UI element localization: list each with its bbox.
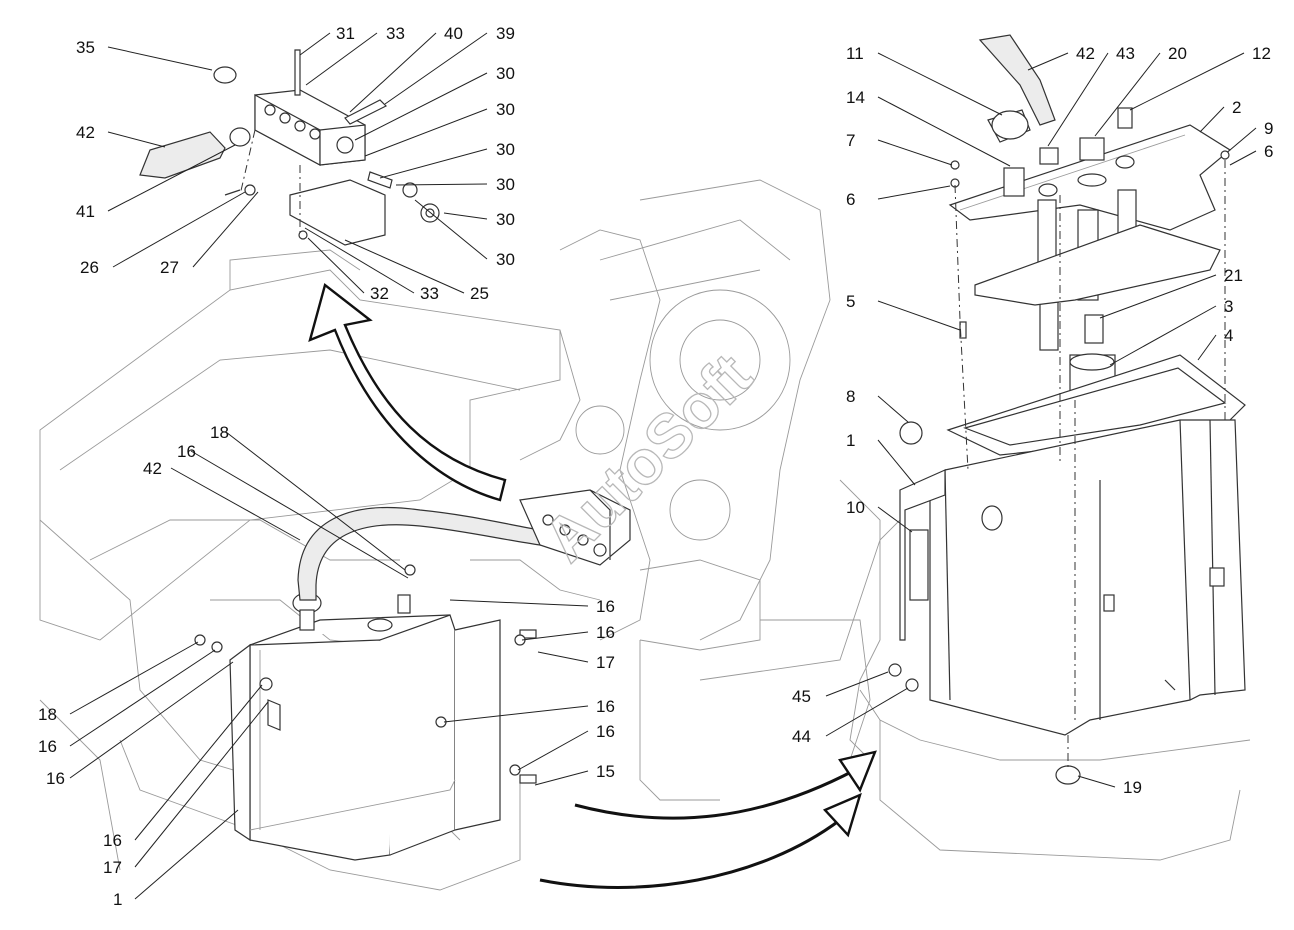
exploded-tank-assembly [888,34,1246,785]
callout-16: 16 [38,737,57,756]
callout-1: 1 [846,431,855,450]
leader-lines [69,32,1257,900]
callout-16: 16 [46,769,65,788]
callout-5: 5 [846,292,855,311]
installed-tank-assembly [194,489,631,861]
callout-numbers: 35 31 33 40 39 30 30 30 30 30 30 42 41 2… [38,24,1273,909]
callout-33: 33 [420,284,439,303]
callout-6: 6 [1264,142,1273,161]
callout-16: 16 [596,623,615,642]
callout-30: 30 [496,64,515,83]
manifold-block-assembly [139,49,440,246]
watermark-text: AutoSoft [531,341,765,575]
callout-44: 44 [792,727,811,746]
callout-42: 42 [143,459,162,478]
callout-31: 31 [336,24,355,43]
callout-6: 6 [846,190,855,209]
callout-30: 30 [496,250,515,269]
callout-30: 30 [496,210,515,229]
arrow-to-right-detail [539,750,877,889]
callout-19: 19 [1123,778,1142,797]
callout-18: 18 [38,705,57,724]
callout-3: 3 [1224,297,1233,316]
callout-25: 25 [470,284,489,303]
callout-16: 16 [596,697,615,716]
callout-15: 15 [596,762,615,781]
callout-40: 40 [444,24,463,43]
callout-30: 30 [496,140,515,159]
callout-20: 20 [1168,44,1187,63]
callout-17: 17 [103,858,122,877]
callout-32: 32 [370,284,389,303]
callout-16: 16 [596,597,615,616]
callout-27: 27 [160,258,179,277]
callout-30: 30 [496,100,515,119]
callout-33: 33 [386,24,405,43]
callout-9: 9 [1264,119,1273,138]
callout-26: 26 [80,258,99,277]
callout-2: 2 [1232,98,1241,117]
callout-4: 4 [1224,326,1233,345]
callout-16: 16 [596,722,615,741]
callout-43: 43 [1116,44,1135,63]
callout-16: 16 [103,831,122,850]
callout-42: 42 [1076,44,1095,63]
callout-1: 1 [113,890,122,909]
callout-45: 45 [792,687,811,706]
callout-42: 42 [76,123,95,142]
arrow-to-top-detail [308,282,507,502]
callout-30: 30 [496,175,515,194]
callout-41: 41 [76,202,95,221]
callout-7: 7 [846,131,855,150]
callout-35: 35 [76,38,95,57]
callout-39: 39 [496,24,515,43]
callout-11: 11 [846,44,864,63]
background-machine-frame [39,179,1251,891]
callout-17: 17 [596,653,615,672]
callout-16: 16 [177,442,196,461]
callout-12: 12 [1252,44,1271,63]
callout-8: 8 [846,387,855,406]
callout-18: 18 [210,423,229,442]
callout-21: 21 [1224,266,1243,285]
callout-10: 10 [846,498,865,517]
callout-14: 14 [846,88,865,107]
